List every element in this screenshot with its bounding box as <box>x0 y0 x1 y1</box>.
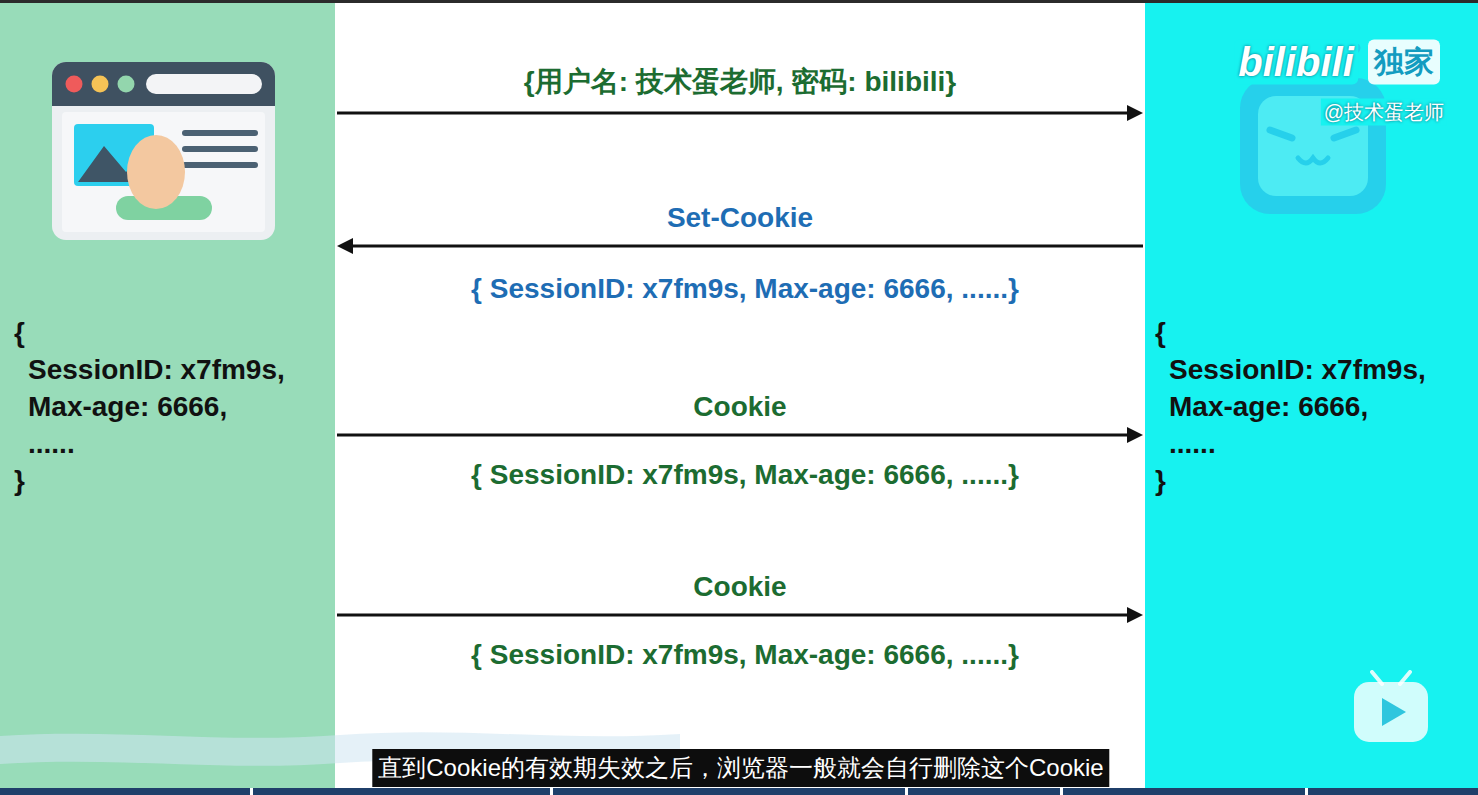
cookie-body: { SessionID: x7fm9s, Max-age: 6666, ....… <box>471 639 1019 671</box>
top-border <box>0 0 1478 3</box>
text-line: Max-age: 6666, <box>14 388 285 425</box>
text-line: } <box>14 462 285 499</box>
text-line: { <box>14 314 285 351</box>
text-line: } <box>1155 462 1426 499</box>
play-button <box>1354 672 1428 742</box>
cookie-request <box>337 607 1143 623</box>
message-label: Set-Cookie <box>667 202 813 234</box>
cookie-request <box>337 427 1143 443</box>
browser-panel: { SessionID: x7fm9s, Max-age: 6666, ....… <box>0 0 335 795</box>
subtitle: 直到Cookie的有效期失效之后，浏览器一般就会自行删除这个Cookie <box>372 749 1109 787</box>
arrow-line <box>337 614 1131 617</box>
arrow-line <box>337 112 1131 115</box>
message-label: Cookie <box>693 571 786 603</box>
progress-gaps <box>250 788 1308 795</box>
text-line: ...... <box>14 425 285 462</box>
session-data: { SessionID: x7fm9s, Max-age: 6666, ....… <box>1155 314 1426 499</box>
arrow-line <box>349 245 1143 248</box>
cookie-body: { SessionID: x7fm9s, Max-age: 6666, ....… <box>471 459 1019 491</box>
text-line: ...... <box>1155 425 1426 462</box>
text-line: { <box>1155 314 1426 351</box>
text-line: SessionID: x7fm9s, <box>14 351 285 388</box>
text-line: SessionID: x7fm9s, <box>1155 351 1426 388</box>
message-label: {用户名: 技术蛋老师, 密码: bilibili} <box>524 63 956 101</box>
session-data: { SessionID: x7fm9s, Max-age: 6666, ....… <box>14 314 285 499</box>
badge-text: 独家 <box>1368 40 1440 85</box>
set-cookie-response <box>337 238 1143 254</box>
arrowhead <box>337 238 353 254</box>
arrowhead <box>1127 105 1143 121</box>
logo-text: bilibili <box>1234 40 1358 85</box>
progress-bar <box>0 788 1478 795</box>
login-request <box>337 105 1143 121</box>
message-label: Cookie <box>693 391 786 423</box>
cookie-body: { SessionID: x7fm9s, Max-age: 6666, ....… <box>471 273 1019 305</box>
arrow-line <box>337 434 1131 437</box>
arrowhead <box>1127 607 1143 623</box>
watermark: @技术蛋老师 <box>1321 99 1447 126</box>
browser-icon <box>52 62 275 240</box>
arrowhead <box>1127 427 1143 443</box>
text-line: Max-age: 6666, <box>1155 388 1426 425</box>
